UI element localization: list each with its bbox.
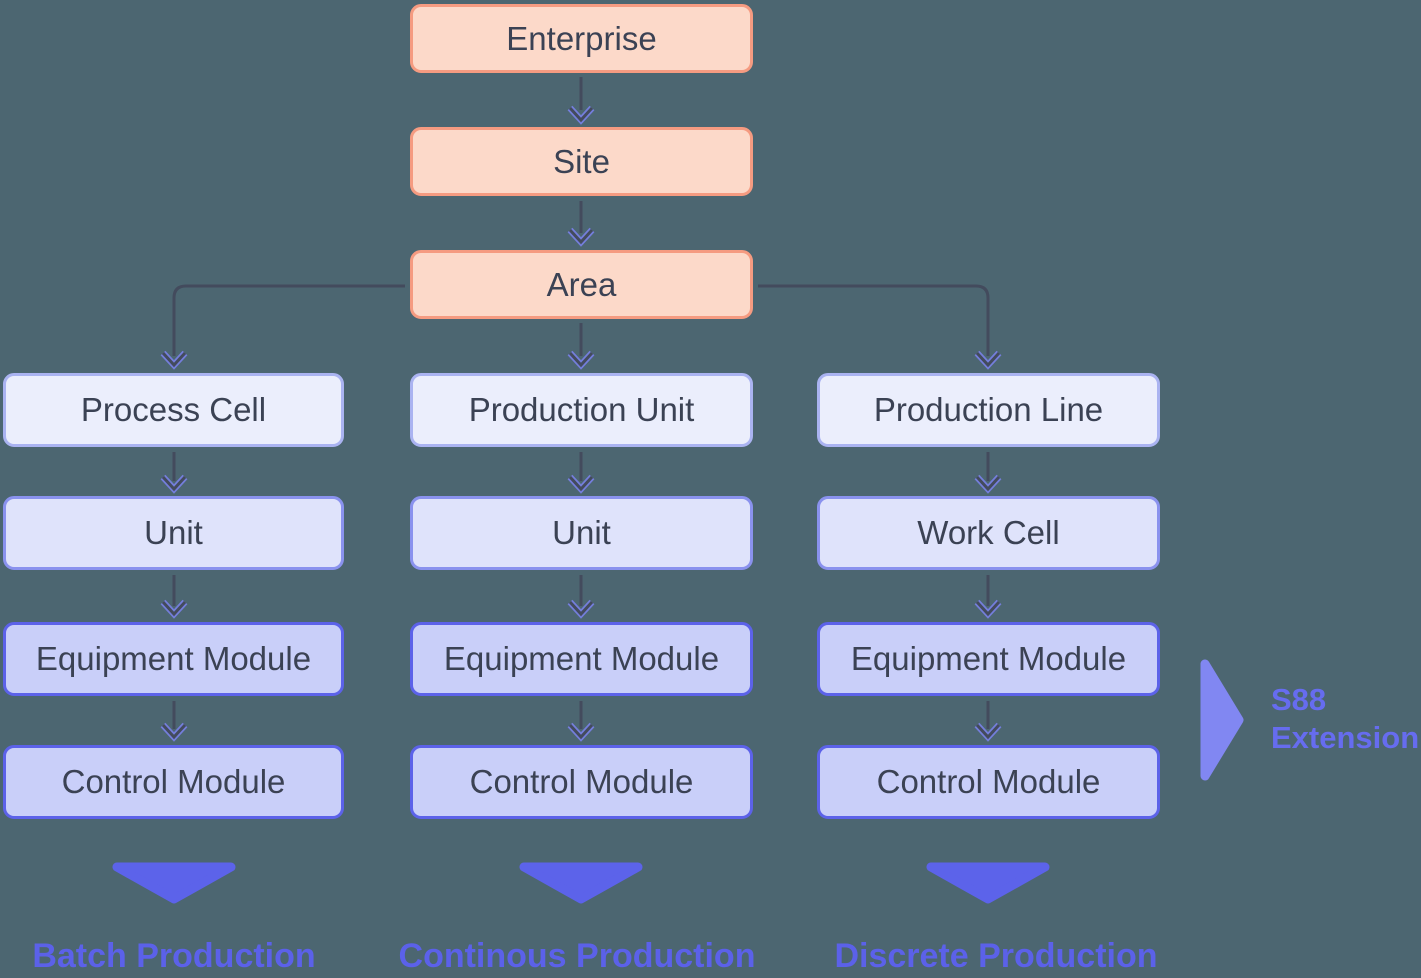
s88-extension-arrow-icon [1200, 659, 1244, 781]
arrow-equipment-control-module-batch [160, 701, 188, 742]
arrow-site-area [567, 201, 595, 247]
node-equipment-module-batch: Equipment Module [3, 622, 344, 696]
arrow-equipment-control-module-continuous [567, 701, 595, 742]
node-unit-continuous: Unit [410, 496, 753, 570]
node-site: Site [410, 127, 753, 196]
arrow-area-process-cell [160, 284, 405, 370]
node-control-module-discrete: Control Module [817, 745, 1160, 819]
node-work-cell: Work Cell [817, 496, 1160, 570]
s88-extension-label: S88 Extension [1271, 681, 1419, 757]
arrow-area-production-unit [567, 323, 595, 370]
s88-extension-line1: S88 [1271, 682, 1327, 717]
arrow-area-production-line [758, 284, 1002, 370]
arrow-work-cell-equipment-module [974, 575, 1002, 619]
node-control-module-batch: Control Module [3, 745, 344, 819]
node-equipment-module-discrete: Equipment Module [817, 622, 1160, 696]
continuous-production-arrow-icon [519, 862, 643, 904]
arrow-process-cell-unit [160, 452, 188, 494]
arrow-enterprise-site [567, 77, 595, 125]
arrow-production-unit-unit [567, 452, 595, 494]
node-equipment-module-continuous: Equipment Module [410, 622, 753, 696]
node-process-cell: Process Cell [3, 373, 344, 447]
arrow-equipment-control-module-discrete [974, 701, 1002, 742]
batch-production-arrow-icon [112, 862, 236, 904]
arrow-unit-equipment-module-continuous [567, 575, 595, 619]
node-production-unit: Production Unit [410, 373, 753, 447]
discrete-production-arrow-icon [926, 862, 1050, 904]
continuous-production-label: Continous Production [398, 937, 756, 975]
arrow-unit-equipment-module-batch [160, 575, 188, 619]
batch-production-label: Batch Production [32, 937, 316, 975]
node-control-module-continuous: Control Module [410, 745, 753, 819]
node-unit-batch: Unit [3, 496, 344, 570]
arrow-production-line-work-cell [974, 452, 1002, 494]
node-area: Area [410, 250, 753, 319]
node-enterprise: Enterprise [410, 4, 753, 73]
node-production-line: Production Line [817, 373, 1160, 447]
discrete-production-label: Discrete Production [834, 937, 1158, 975]
s88-extension-line2: Extension [1271, 720, 1420, 755]
